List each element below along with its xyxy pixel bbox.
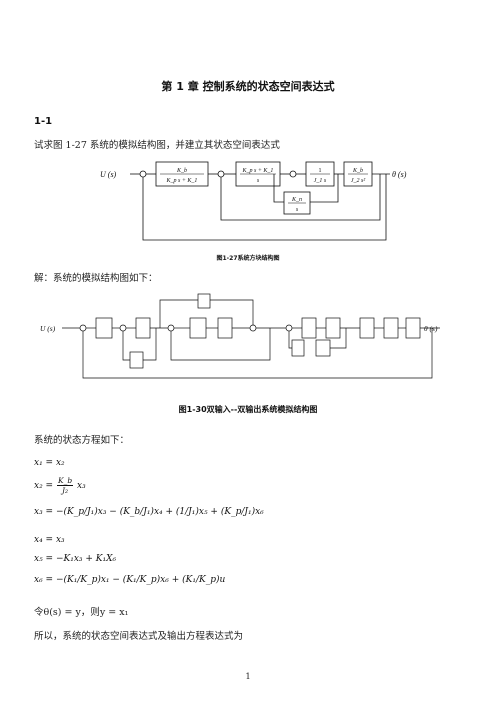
- fig1-block4-den: J_2 s²: [351, 178, 365, 184]
- page-number: 1: [245, 672, 251, 681]
- fig1-block1-num: K_b: [176, 168, 187, 174]
- fig1-block3-num: 1: [319, 168, 322, 174]
- conclusion-text: 所以，系统的状态空间表达式及输出方程表达式为: [34, 631, 244, 642]
- fig1-feedback-num: K_n: [291, 197, 302, 203]
- fig1-block1-den: K_p s + K_1: [166, 178, 198, 184]
- equation-5: x₅ = −K₁x₃ + K₁X₆: [34, 554, 117, 564]
- block-diagram-fig1: U (s) θ (s) K_b K_p s + K_1 K_p s + K_1 …: [100, 161, 407, 241]
- fig2-input-label: U (s): [40, 324, 56, 333]
- section-number: 1-1: [34, 116, 53, 127]
- fig1-feedback-den: s: [296, 207, 299, 213]
- simulation-diagram-fig2: U (s) θ (s): [40, 293, 440, 379]
- fig1-block2-den: s: [257, 178, 260, 184]
- equation-1: x₁ = x₂: [34, 458, 65, 468]
- question-text: 试求图 1-27 系统的模拟结构图，并建立其状态空间表达式: [34, 140, 280, 151]
- equation-3: x₃ = −(K_p/J₁)x₃ − (K_b/J₁)x₄ + (1/J₁)x₅…: [34, 507, 264, 517]
- equation-4: x₄ = x₃: [34, 535, 65, 545]
- solution-intro: 解：系统的模拟结构图如下：: [34, 273, 158, 284]
- fig2-output-label: θ (s): [424, 324, 438, 333]
- state-equation-intro: 系统的状态方程如下：: [34, 435, 130, 446]
- fig1-input-label: U (s): [100, 170, 117, 179]
- let-statement: 令θ(s) = y，则y = x₁: [34, 607, 129, 618]
- fig1-block2-num: K_p s + K_1: [242, 168, 274, 174]
- equation-6: x₆ = −(K₁/K_p)x₁ − (K₁/K_p)x₆ + (K₁/K_p)…: [34, 575, 226, 585]
- fig2-caption: 图1-30双输入--双输出系统模拟结构图: [178, 405, 318, 414]
- fig1-block3-den: J_1 s: [314, 178, 327, 184]
- fig1-block4-num: K_b: [352, 168, 363, 174]
- fig1-caption: 图1-27系统方块结构图: [216, 255, 280, 262]
- chapter-title: 第 1 章 控制系统的状态空间表达式: [161, 80, 335, 93]
- fig1-output-label: θ (s): [392, 170, 407, 179]
